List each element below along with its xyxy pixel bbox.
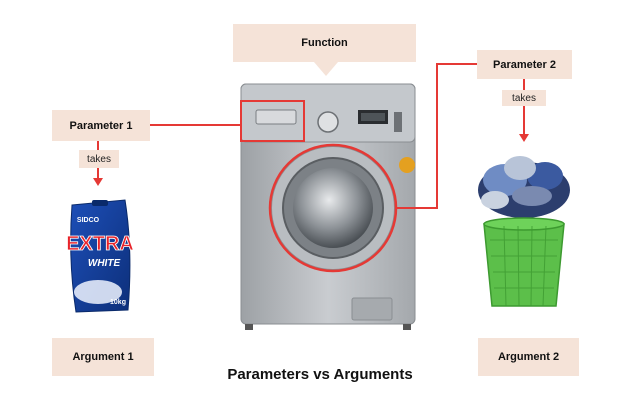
parameter1-label: Parameter 1 (52, 110, 150, 141)
parameter2-label: Parameter 2 (477, 50, 572, 79)
diagram-title: Parameters vs Arguments (227, 366, 413, 383)
argument2-arrow-head (519, 134, 529, 142)
detergent-brand-text: SIDCO (77, 217, 100, 224)
parameter2-relation-tag: takes (502, 90, 546, 106)
parameter2-connector (396, 63, 477, 209)
detergent-weight-text: 10kg (110, 299, 126, 306)
function-label: Function (233, 24, 416, 62)
detergent-variant-text: WHITE (88, 258, 121, 269)
argument1-label: Argument 1 (52, 338, 154, 376)
detergent-bag-icon: SIDCO EXTRA WHITE 10kg (66, 199, 134, 313)
washing-machine-icon (240, 83, 416, 330)
parameter1-relation-tag: takes (79, 150, 119, 168)
argument2-label: Argument 2 (478, 338, 579, 376)
laundry-basket-icon (478, 156, 570, 307)
argument1-arrow-head (93, 178, 103, 186)
detergent-drawer-highlight (240, 100, 305, 142)
detergent-name-text: EXTRA (66, 233, 134, 255)
